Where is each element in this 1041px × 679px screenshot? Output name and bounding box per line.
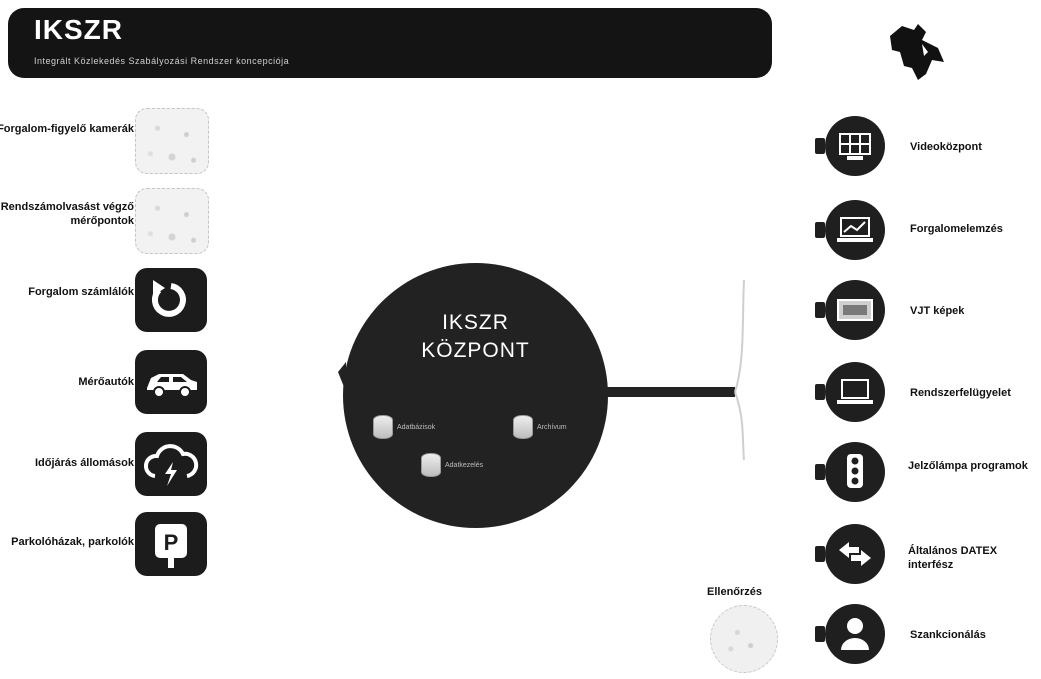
check-label: Ellenőrzés <box>707 586 763 598</box>
traffic-light-icon <box>825 442 885 502</box>
exchange-arrows-icon <box>825 524 885 584</box>
output-label-traffic-light-programs: Jelzőlámpa programok <box>908 460 1028 472</box>
image-icon <box>825 280 885 340</box>
weather-icon <box>135 432 207 496</box>
source-label-counters: Forgalom számlálók <box>28 286 134 298</box>
output-label-datex-interface: Általános DATEX interfész <box>908 545 998 571</box>
hungary-map-logo-icon <box>890 24 944 80</box>
source-label-plate-readers: Rendszámolvasást végző mérőpontok <box>0 201 134 227</box>
counter-icon <box>135 268 207 332</box>
video-wall-icon <box>825 116 885 176</box>
hub-database-3: Adatkezelés <box>421 453 483 477</box>
check-icon <box>710 605 778 673</box>
output-label-sanctioning: Szankcionálás <box>910 629 986 641</box>
hub-database-1: Adatbázisok <box>373 415 435 439</box>
monitor-icon <box>825 362 885 422</box>
output-label-video-center: Videoközpont <box>910 141 982 153</box>
parking-icon: P <box>135 512 207 576</box>
analysis-icon <box>825 200 885 260</box>
output-connector-tab <box>815 138 825 154</box>
hub-title-line1: IKSZR <box>442 311 509 334</box>
hub-title-line2: KÖZPONT <box>421 339 530 362</box>
output-label-system-monitoring: Rendszerfelügyelet <box>910 387 1011 399</box>
output-connector-tab <box>815 464 825 480</box>
source-label-cameras: Forgalom-figyelő kamerák <box>0 123 134 135</box>
page-title: IKSZR <box>34 14 123 45</box>
output-connector-tab <box>815 626 825 642</box>
car-icon <box>135 350 207 414</box>
header-banner: IKSZR Integrált Közlekedés Szabályozási … <box>8 8 772 78</box>
output-connector-tab <box>815 302 825 318</box>
plate-reader-icon <box>135 188 209 254</box>
page-subtitle: Integrált Közlekedés Szabályozási Rendsz… <box>34 56 290 66</box>
database-icon <box>513 415 533 439</box>
ikszr-central-hub: IKSZR KÖZPONT Adatbázisok Archívum Adatk… <box>343 263 608 528</box>
source-label-parking: Parkolóházak, parkolók <box>11 536 134 548</box>
output-label-vjt-images: VJT képek <box>910 305 965 317</box>
person-icon <box>825 604 885 664</box>
output-label-traffic-analysis: Forgalomelemzés <box>910 223 1003 235</box>
svg-text:P: P <box>164 530 179 555</box>
database-icon <box>373 415 393 439</box>
output-connector-tab <box>815 384 825 400</box>
camera-icon <box>135 108 209 174</box>
database-icon <box>421 453 441 477</box>
output-connector-tab <box>815 546 825 562</box>
source-label-measuring-cars: Mérőautók <box>78 376 134 388</box>
output-connector-tab <box>815 222 825 238</box>
source-label-weather: Időjárás állomások <box>34 457 134 469</box>
hub-database-2: Archívum <box>513 415 567 439</box>
